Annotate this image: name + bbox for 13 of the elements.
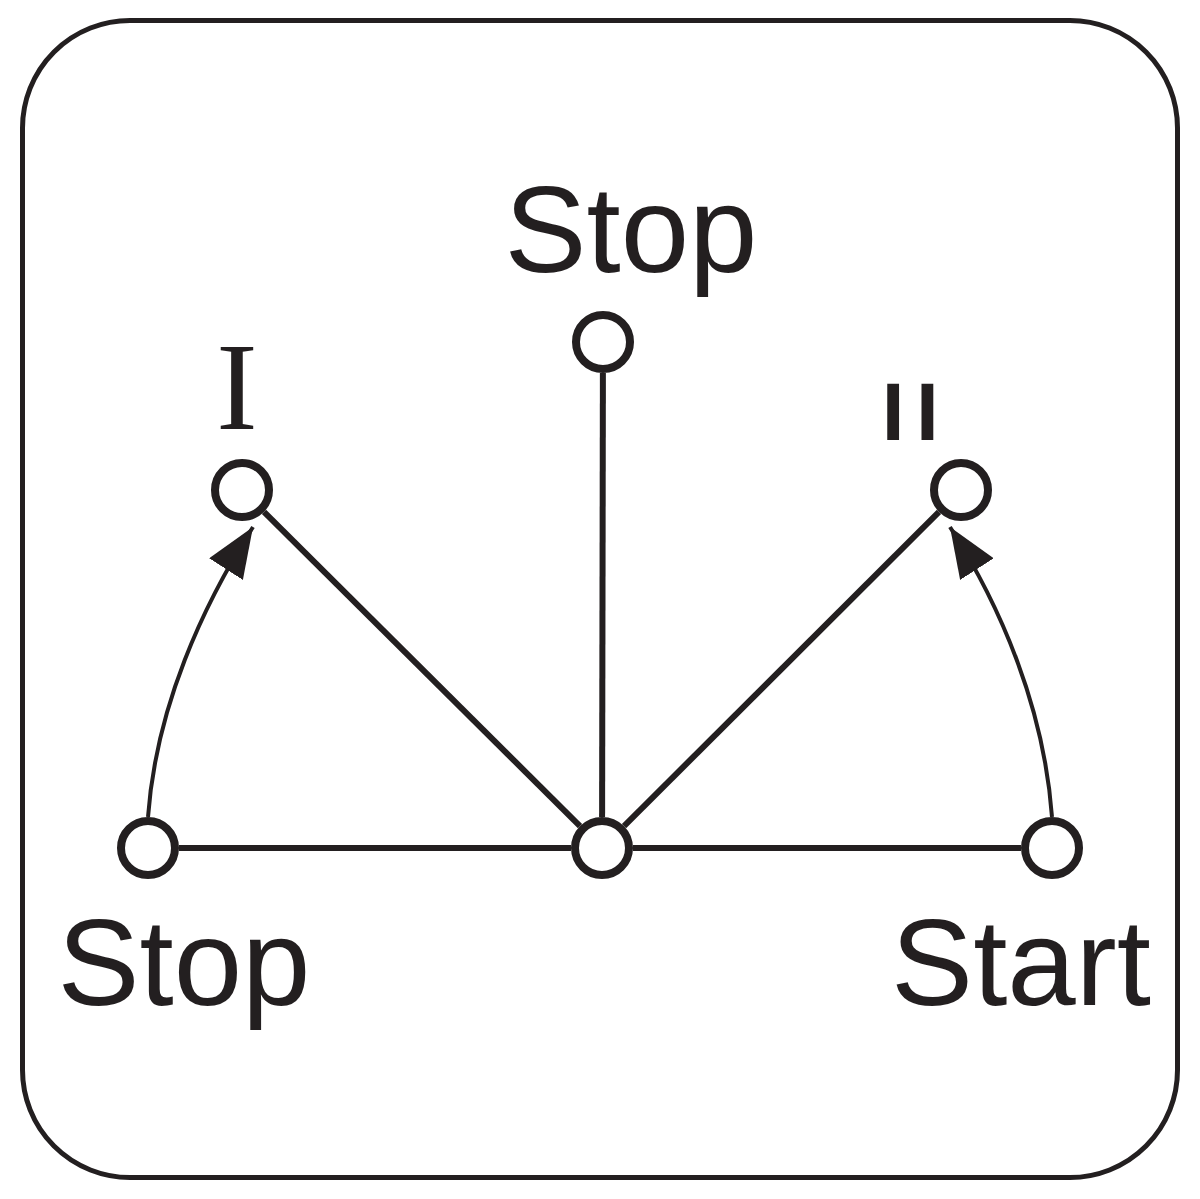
connector-line xyxy=(261,509,583,829)
position-label: I xyxy=(216,326,258,459)
curved-arrow xyxy=(948,525,1054,818)
connector-line xyxy=(179,845,571,851)
position-label: Stop xyxy=(57,900,311,1033)
position-label: II xyxy=(881,370,951,459)
position-label: Start xyxy=(891,900,1151,1033)
connector-line xyxy=(621,509,942,829)
connector-line xyxy=(599,373,606,817)
connector-line xyxy=(633,845,1021,851)
curved-arrow xyxy=(146,525,255,818)
terminal-circle xyxy=(571,817,633,879)
position-label: Stop xyxy=(504,167,758,300)
